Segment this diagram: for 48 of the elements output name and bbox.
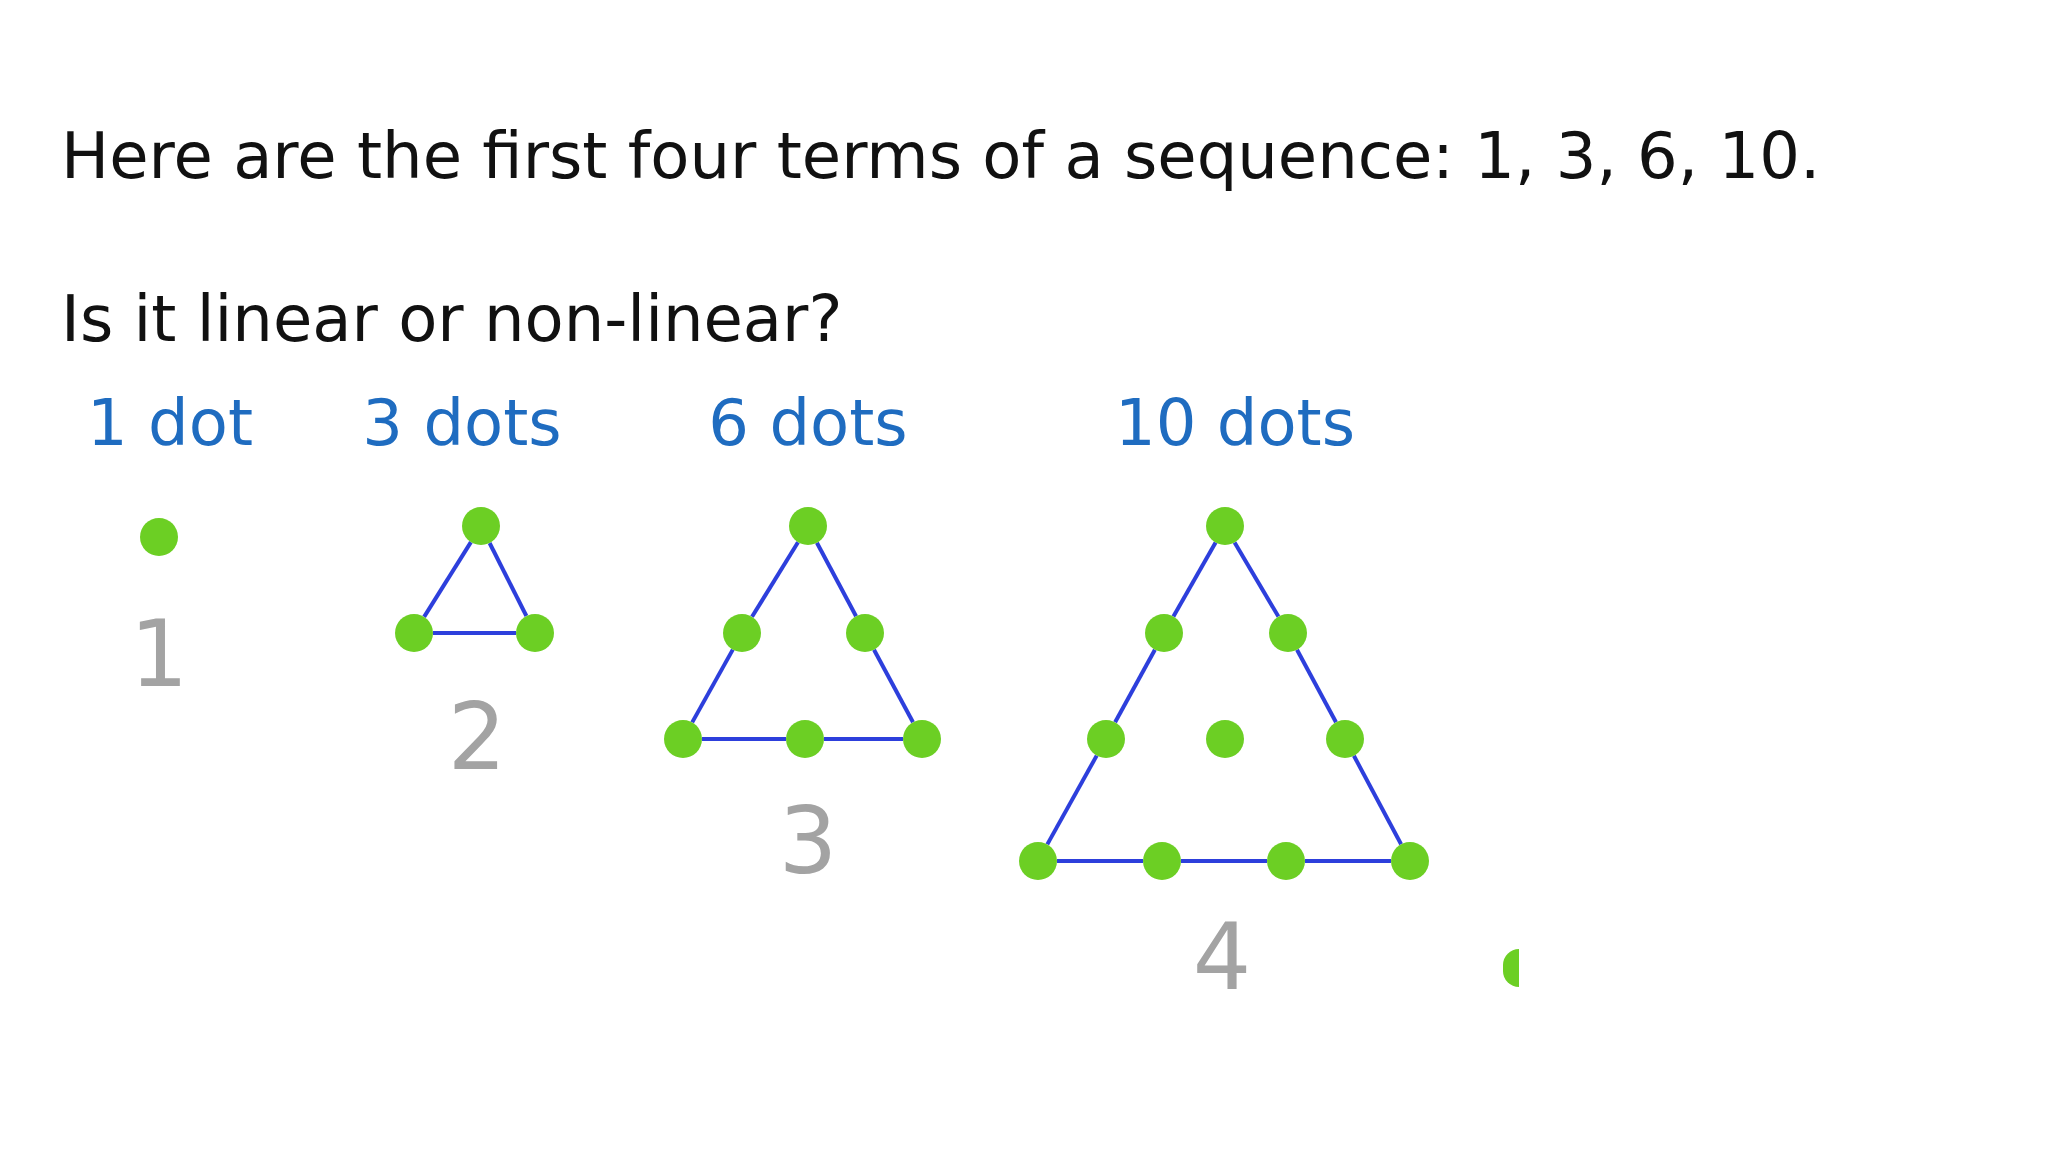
question-text: Is it linear or non-linear? bbox=[61, 283, 843, 357]
connecting-line bbox=[487, 542, 529, 617]
connecting-line bbox=[422, 541, 473, 618]
dot bbox=[723, 614, 761, 652]
dot bbox=[1019, 842, 1057, 880]
dot bbox=[1269, 614, 1307, 652]
connecting-line bbox=[1295, 648, 1338, 724]
count-label: 1 dot bbox=[87, 387, 253, 461]
connecting-line bbox=[702, 737, 786, 741]
connecting-line bbox=[690, 648, 735, 724]
connecting-line bbox=[1113, 648, 1157, 724]
term-number: 2 bbox=[447, 685, 507, 791]
dot bbox=[1087, 720, 1125, 758]
dot bbox=[1206, 720, 1244, 758]
dot bbox=[1267, 842, 1305, 880]
connecting-line bbox=[1352, 754, 1403, 846]
connecting-line bbox=[1181, 859, 1267, 863]
dot bbox=[789, 507, 827, 545]
dot bbox=[786, 720, 824, 758]
dot bbox=[903, 720, 941, 758]
connecting-line bbox=[433, 631, 516, 635]
dot bbox=[1206, 507, 1244, 545]
count-label: 6 dots bbox=[708, 387, 908, 461]
connecting-line bbox=[1171, 541, 1218, 618]
count-label: 3 dots bbox=[362, 387, 562, 461]
dot bbox=[1143, 842, 1181, 880]
dot bbox=[140, 518, 178, 556]
dot bbox=[1391, 842, 1429, 880]
dot bbox=[462, 507, 500, 545]
term-number: 1 bbox=[129, 602, 189, 708]
connecting-line bbox=[1057, 859, 1143, 863]
connecting-line bbox=[824, 737, 903, 741]
connecting-line bbox=[872, 648, 915, 724]
connecting-line bbox=[1232, 541, 1281, 618]
connecting-line bbox=[1045, 754, 1099, 846]
term-number: 3 bbox=[778, 789, 838, 895]
dot bbox=[846, 614, 884, 652]
dot bbox=[516, 614, 554, 652]
term-number: 4 bbox=[1192, 905, 1252, 1011]
dot bbox=[664, 720, 702, 758]
dot bbox=[1145, 614, 1183, 652]
dot bbox=[395, 614, 433, 652]
connecting-line bbox=[815, 541, 858, 618]
connecting-line bbox=[1305, 859, 1391, 863]
heading: Here are the first four terms of a sequence: 1, 3, 6, 10. bbox=[61, 120, 1821, 194]
connecting-line bbox=[750, 541, 800, 618]
count-label: 10 dots bbox=[1115, 387, 1355, 461]
dot bbox=[1326, 720, 1364, 758]
